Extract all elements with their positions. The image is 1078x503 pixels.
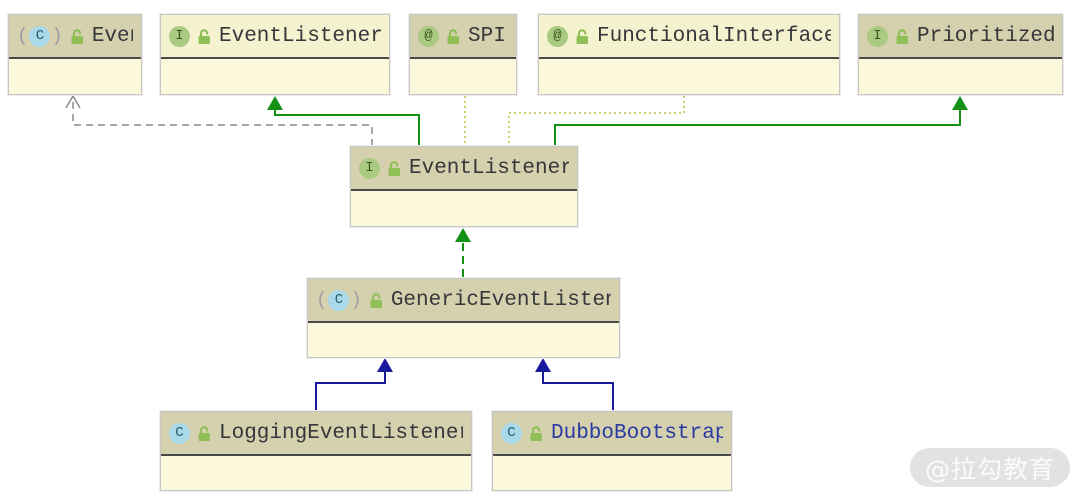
class-icon: C	[501, 422, 522, 444]
edge-extends-from-logging	[315, 358, 393, 410]
node-body	[9, 59, 141, 94]
class-node-prioritized[interactable]: I Prioritized	[857, 13, 1064, 96]
node-header: I EventListener	[161, 15, 389, 59]
node-header: C LoggingEventListener	[161, 412, 471, 456]
node-header: C GenericEventListener	[308, 279, 619, 323]
watermark-badge: @拉勾教育	[910, 448, 1070, 487]
class-icon: C	[169, 422, 190, 444]
node-body	[493, 456, 731, 490]
open-lock-icon	[197, 425, 213, 442]
node-body	[859, 59, 1062, 94]
edge-extends-from-dubbo	[535, 358, 614, 410]
class-node-loggingeventlistener[interactable]: C LoggingEventListener	[159, 410, 473, 492]
edge-extends-prioritized	[554, 96, 968, 146]
class-name: LoggingEventListener	[219, 421, 463, 445]
open-lock-icon	[575, 28, 591, 45]
class-name: EventListener	[409, 156, 569, 180]
abstract-class-icon: C	[17, 25, 63, 47]
open-lock-icon	[895, 28, 911, 45]
open-lock-icon	[70, 28, 86, 45]
interface-icon: I	[867, 25, 888, 47]
edge-annotation-functionalinterface	[508, 96, 685, 145]
edge-implements-eventlistener	[455, 228, 471, 277]
open-lock-icon	[369, 292, 385, 309]
class-node-eventlistener[interactable]: I EventListener	[349, 145, 579, 228]
node-header: I EventListener	[351, 147, 577, 191]
node-header: @ SPI	[410, 15, 516, 59]
class-node-spi[interactable]: @ SPI	[408, 13, 518, 96]
node-header: C Event	[9, 15, 141, 59]
class-name: DubboBootstrap	[551, 421, 723, 445]
node-header: @ FunctionalInterface	[539, 15, 839, 59]
watermark-text: @拉勾教育	[924, 454, 1055, 484]
node-header: I Prioritized	[859, 15, 1062, 59]
node-header: C DubboBootstrap	[493, 412, 731, 456]
class-node-eventlistener-jdk[interactable]: I EventListener	[159, 13, 391, 96]
open-lock-icon	[446, 28, 462, 45]
class-node-genericeventlistener[interactable]: C GenericEventListener	[306, 277, 621, 359]
class-name: FunctionalInterface	[597, 24, 831, 48]
class-name: SPI	[468, 24, 506, 48]
node-body	[539, 59, 839, 94]
node-body	[351, 191, 577, 226]
interface-icon: I	[359, 157, 380, 179]
class-name: Event	[91, 24, 133, 48]
edge-extends-eventlistener-jdk	[267, 96, 420, 146]
open-lock-icon	[197, 28, 213, 45]
class-node-functionalinterface[interactable]: @ FunctionalInterface	[537, 13, 841, 96]
abstract-class-icon: C	[316, 289, 362, 311]
annotation-icon: @	[418, 25, 439, 47]
node-body	[161, 456, 471, 490]
annotation-icon: @	[547, 25, 568, 47]
node-body	[410, 59, 516, 94]
node-body	[161, 59, 389, 94]
class-node-event[interactable]: C Event	[7, 13, 143, 96]
class-name: GenericEventListener	[390, 288, 611, 312]
class-name: EventListener	[219, 24, 381, 48]
class-name: Prioritized	[917, 24, 1054, 48]
interface-icon: I	[169, 25, 190, 47]
open-lock-icon	[529, 425, 545, 442]
node-body	[308, 323, 619, 357]
open-lock-icon	[387, 160, 403, 177]
edge-dependency-event	[65, 94, 373, 146]
class-node-dubbobootstrap[interactable]: C DubboBootstrap	[491, 410, 733, 492]
